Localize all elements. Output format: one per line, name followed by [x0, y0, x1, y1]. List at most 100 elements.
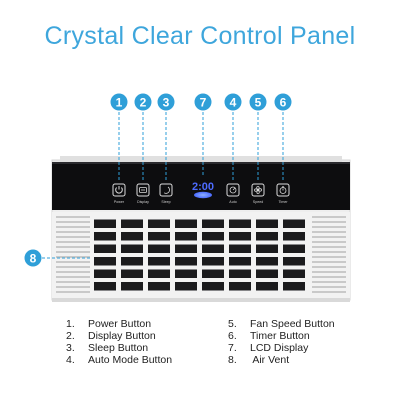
- svg-text:7: 7: [200, 96, 207, 110]
- svg-text:8: 8: [30, 252, 37, 266]
- vent-slot: [256, 282, 278, 291]
- vent-slot: [229, 282, 251, 291]
- vent-louver: [312, 256, 346, 258]
- vent-slot: [202, 244, 224, 253]
- callout-3: 3: [157, 93, 175, 111]
- vent-slot: [202, 219, 224, 228]
- vent-slot: [175, 269, 197, 278]
- vent-louver: [312, 251, 346, 253]
- svg-text:6: 6: [280, 96, 287, 110]
- power-button[interactable]: Power: [112, 183, 126, 204]
- vent-louver: [56, 266, 90, 268]
- callout-6: 6: [274, 93, 292, 111]
- vent-slot: [121, 232, 143, 241]
- vent-louver: [56, 236, 90, 238]
- vent-slot: [283, 244, 305, 253]
- vent-slot: [202, 232, 224, 241]
- legend-item-sleep: 3.Sleep Button: [66, 342, 149, 354]
- display-icon: [139, 187, 147, 193]
- vent-slot: [256, 257, 278, 266]
- vent-louver: [312, 286, 346, 288]
- power-label: Power: [114, 200, 125, 204]
- callout-1: 1: [110, 93, 128, 111]
- vent-slot: [121, 269, 143, 278]
- svg-text:2: 2: [140, 96, 147, 110]
- vent-louver: [56, 261, 90, 263]
- vent-slot: [283, 232, 305, 241]
- vent-louver: [312, 291, 346, 293]
- vent-slot: [148, 219, 170, 228]
- vent-slot: [94, 282, 116, 291]
- callout-4: 4: [224, 93, 242, 111]
- legend-item-timer: 6.Timer Button: [228, 330, 310, 342]
- vent-slot: [148, 269, 170, 278]
- vent-slot: [175, 257, 197, 266]
- page-title: Crystal Clear Control Panel: [44, 22, 356, 50]
- vent-slot: [94, 269, 116, 278]
- vent-louver: [312, 266, 346, 268]
- legend-item-air-vent: 8. Air Vent: [228, 354, 290, 366]
- vent-slot: [94, 232, 116, 241]
- vent-slot: [202, 269, 224, 278]
- vent-slot: [148, 257, 170, 266]
- vent-slot: [121, 257, 143, 266]
- sleep-label: Sleep: [161, 200, 170, 204]
- vent-slot: [94, 257, 116, 266]
- vent-slot: [229, 219, 251, 228]
- callout-7: 7: [194, 93, 212, 111]
- vent-louver: [56, 241, 90, 243]
- legend: 1.Power Button 2.Display Button 3.Sleep …: [0, 318, 400, 378]
- vent-louver: [56, 251, 90, 253]
- callout-5: 5: [249, 93, 267, 111]
- lcd-value: 2:00: [192, 181, 214, 193]
- vent-slot: [121, 282, 143, 291]
- fan-speed-button[interactable]: Speed: [251, 183, 265, 204]
- callout-2: 2: [134, 93, 152, 111]
- legend-item-power: 1.Power Button: [66, 318, 152, 330]
- vent-slot: [229, 232, 251, 241]
- vent-louver: [56, 221, 90, 223]
- vent-slot: [229, 257, 251, 266]
- vent-slot: [283, 282, 305, 291]
- legend-item-lcd: 7.LCD Display: [228, 342, 309, 354]
- lcd-display: 2:00: [186, 176, 220, 200]
- vent-louver: [56, 231, 90, 233]
- vent-slot: [202, 282, 224, 291]
- fan-icon: [254, 186, 262, 194]
- vent-louver: [56, 226, 90, 228]
- vent-slot: [202, 257, 224, 266]
- vent-slot: [94, 244, 116, 253]
- timer-button[interactable]: Timer: [276, 183, 290, 204]
- vent-slot: [175, 282, 197, 291]
- svg-text:5: 5: [255, 96, 262, 110]
- speed-label: Speed: [253, 200, 263, 204]
- legend-item-auto: 4.Auto Mode Button: [66, 354, 173, 366]
- vent-louver: [56, 291, 90, 293]
- vent-louver: [56, 246, 90, 248]
- timer-label: Timer: [278, 200, 288, 204]
- vent-slot: [175, 244, 197, 253]
- svg-text:3: 3: [163, 96, 170, 110]
- legend-item-fan-speed: 5.Fan Speed Button: [228, 318, 335, 330]
- vent-slot: [229, 244, 251, 253]
- vent-slot: [283, 257, 305, 266]
- sleep-icon: [163, 186, 170, 194]
- power-icon: [115, 186, 123, 194]
- vent-louver: [56, 256, 90, 258]
- vent-louver: [312, 276, 346, 278]
- vent-slot: [256, 219, 278, 228]
- vent-louver: [312, 241, 346, 243]
- display-button[interactable]: Display: [136, 183, 150, 204]
- vent-louver: [312, 261, 346, 263]
- auto-mode-button[interactable]: Auto: [226, 183, 240, 204]
- vent-louver: [56, 216, 90, 218]
- display-label: Display: [137, 200, 149, 204]
- vent-slot: [121, 219, 143, 228]
- vent-slot: [148, 244, 170, 253]
- vent-louver: [56, 286, 90, 288]
- vent-slot: [283, 269, 305, 278]
- vent-louver: [312, 231, 346, 233]
- sleep-button[interactable]: Sleep: [159, 183, 173, 204]
- vent-slot: [256, 244, 278, 253]
